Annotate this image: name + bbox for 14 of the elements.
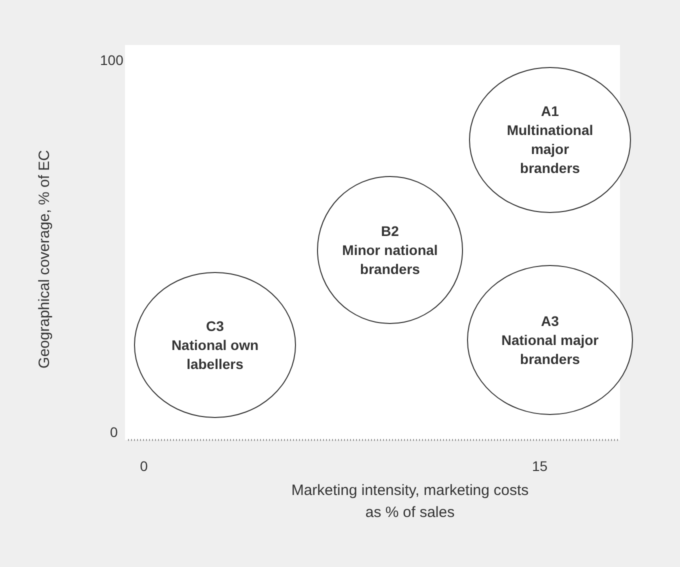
axis-tick-label: 0 [140,458,148,474]
group-code: C3 [206,316,224,336]
axis-title: Marketing intensity, marketing costs as % of sales [290,481,530,523]
axis-tick-label: 0 [110,424,118,440]
group-description: Multinational major branders [506,121,594,178]
axis-tick-label: 100 [100,52,124,68]
axis-title: Geographical coverage, % of EC [36,150,53,368]
axis-tick-label: 15 [532,458,548,474]
group-description: National own labellers [170,336,260,374]
group-description: National major branders [500,330,600,368]
group-code: B2 [381,222,399,240]
group-description: Minor national branders [341,240,439,278]
group-code: A1 [541,102,559,121]
group-code: A3 [541,312,559,330]
